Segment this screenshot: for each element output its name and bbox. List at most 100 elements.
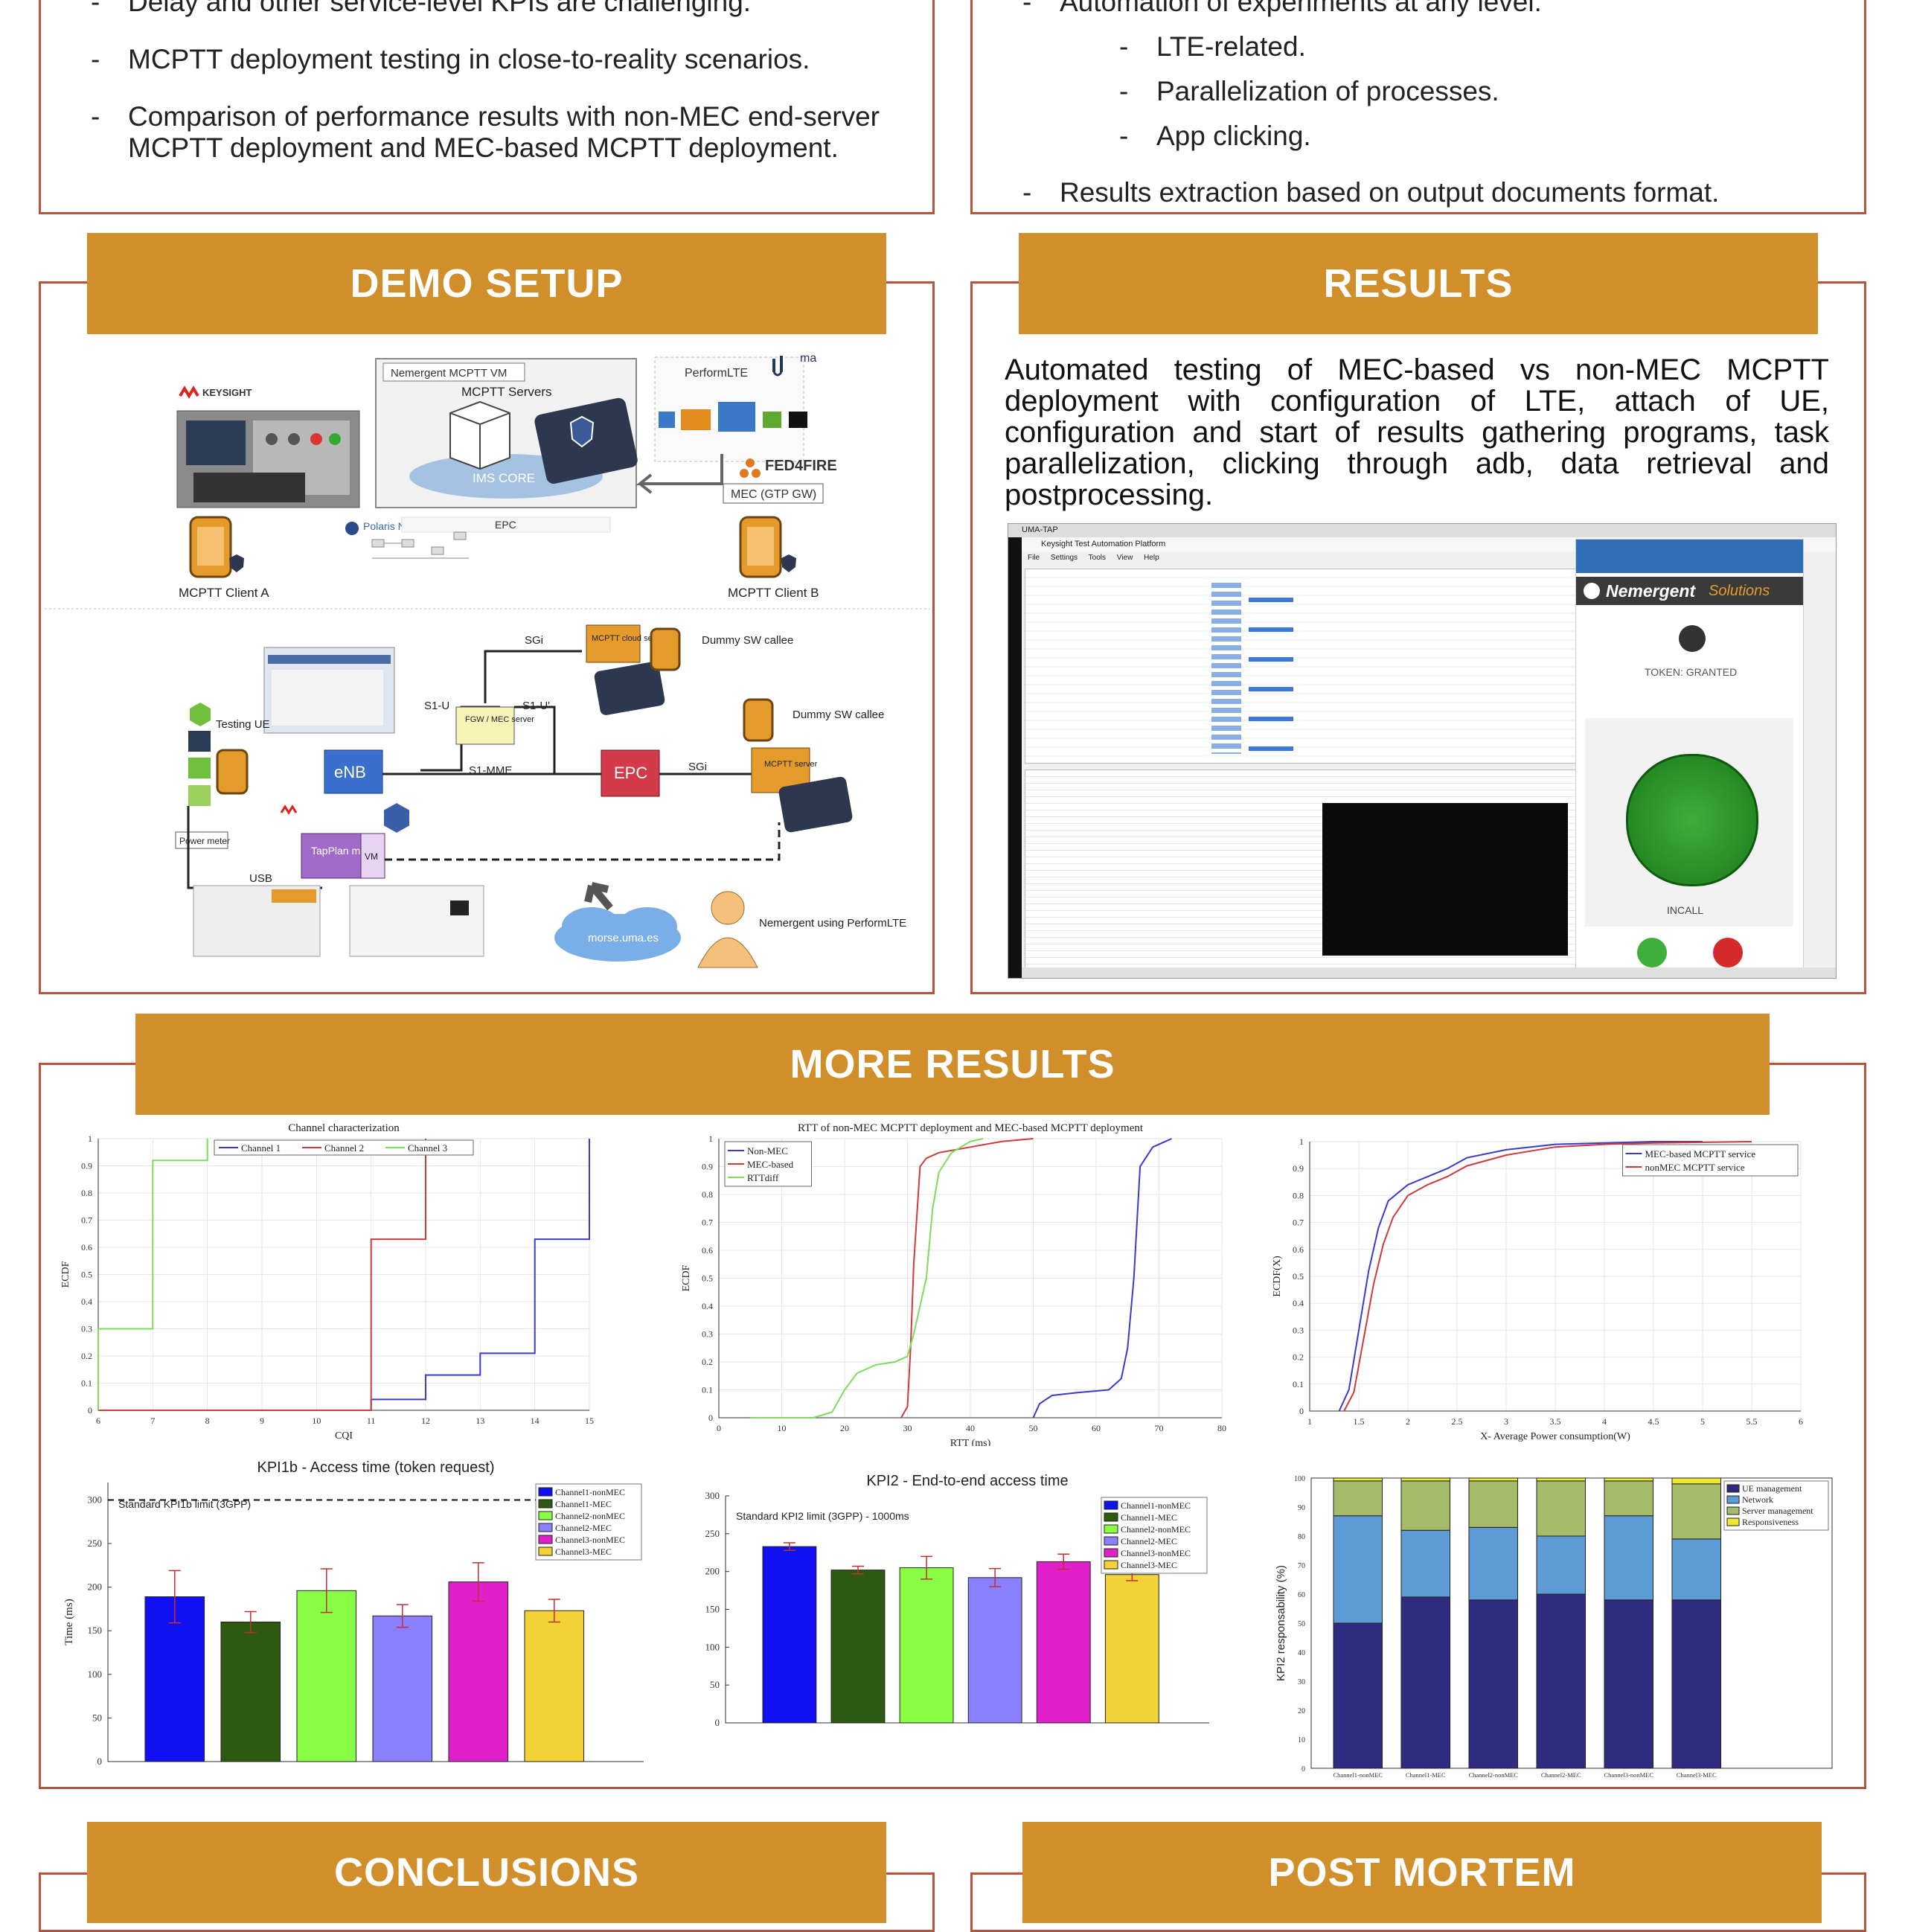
link-fgw-cloud [484, 650, 582, 703]
x-tick-label: 12 [421, 1416, 430, 1426]
y-tick-label: 1 [1299, 1136, 1304, 1147]
stacked-bar-segment [1671, 1599, 1722, 1769]
stacked-bar-segment [1468, 1477, 1519, 1482]
chart-title: RTT of non-MEC MCPTT deployment and MEC-… [798, 1122, 1144, 1134]
stacked-bar-segment [1333, 1480, 1383, 1517]
y-tick-label: 0.5 [1293, 1271, 1304, 1282]
stacked-bar-segment [1400, 1529, 1451, 1598]
stacked-bar-segment [1400, 1480, 1451, 1531]
legend-label: Channel 2 [324, 1142, 364, 1154]
x-tick-label: 5 [1700, 1416, 1705, 1427]
y-tick-label: 0.1 [1293, 1379, 1304, 1389]
stacked-bar-segment [1468, 1599, 1519, 1769]
epc-top-label: EPC [495, 519, 516, 531]
series-line [98, 1139, 426, 1411]
bar [762, 1546, 817, 1724]
stacked-bar-segment [1468, 1526, 1519, 1601]
menu-view[interactable]: View [1116, 554, 1133, 562]
y-tick-label: 0 [715, 1717, 720, 1728]
epc-node: EPC [601, 749, 660, 797]
tap-screenshot: UMA-TAP Keysight Test Automation Platfor… [1008, 523, 1837, 979]
ptt-button[interactable] [1626, 754, 1758, 886]
arrow-to-vm [635, 454, 723, 494]
menu-tools[interactable]: Tools [1088, 554, 1107, 562]
tab-uma-tap[interactable]: UMA-TAP [1022, 525, 1058, 534]
token-status: TOKEN: GRANTED [1645, 666, 1738, 678]
mcptt-server: MCPTT server Dummy SW callee [743, 698, 884, 833]
power-meter-label: Power meter [179, 836, 230, 846]
network-emulator-screen [263, 647, 395, 734]
hangup-call-button[interactable] [1713, 938, 1743, 967]
legend-label: Server management [1742, 1506, 1813, 1516]
bullet-text: Results extraction based on output docum… [1060, 177, 1720, 208]
y-tick-label: 150 [705, 1604, 720, 1615]
client-a: MCPTT Client A [179, 516, 269, 600]
legend-label: UE management [1742, 1483, 1802, 1494]
menu-help[interactable]: Help [1144, 554, 1159, 562]
x-tick-label: Channel3-nonMEC [1604, 1771, 1653, 1779]
stacked-bar-segment [1604, 1515, 1654, 1601]
stacked-bar-segment [1536, 1480, 1587, 1537]
bar [1104, 1574, 1159, 1724]
menu-file[interactable]: File [1028, 554, 1040, 562]
bar [296, 1590, 357, 1762]
y-tick-label: 0.1 [702, 1385, 713, 1395]
flow-column [1249, 583, 1293, 754]
keysight-instrument [176, 410, 360, 508]
error-bar [244, 1610, 257, 1634]
error-bar [989, 1567, 1002, 1587]
vm-title: Nemergent MCPTT VM [391, 367, 507, 380]
x-tick-label: 5.5 [1746, 1416, 1758, 1427]
y-tick-label: 0.6 [81, 1242, 92, 1253]
y-tick-label: 90 [1298, 1504, 1305, 1512]
y-tick-label: 0.3 [702, 1329, 713, 1340]
y-tick-label: 0.7 [81, 1215, 92, 1226]
y-tick-label: 100 [1294, 1475, 1305, 1483]
y-tick-label: 0.9 [702, 1162, 713, 1172]
legend-label: Responsiveness [1742, 1517, 1799, 1527]
sub-bullet: -App clicking. [1119, 121, 1311, 151]
y-tick-label: 0.2 [1293, 1352, 1304, 1363]
automation-panel [970, 0, 1866, 214]
legend-box [214, 1139, 474, 1156]
app-topbar [1576, 540, 1803, 573]
x-tick-label: 30 [903, 1423, 912, 1433]
x-tick-label: 1 [1307, 1416, 1312, 1427]
mcptt-cloud-server: MCPTT cloud server Dummy SW callee [586, 624, 793, 715]
y-tick-label: 0.4 [81, 1296, 92, 1307]
uma-label: ma [800, 352, 816, 365]
mcptt-app: Nemergent Solutions TOKEN: GRANTED INCAL… [1575, 539, 1804, 978]
bar [448, 1581, 509, 1762]
y-tick-label: 0 [88, 1405, 92, 1416]
legend-swatch [1104, 1524, 1118, 1534]
accept-call-button[interactable] [1637, 938, 1667, 967]
stacked-bar-segment [1333, 1477, 1383, 1482]
y-tick-label: 1 [708, 1133, 713, 1144]
tab-bar: UMA-TAP [1008, 524, 1836, 538]
y-tick-label: 0.9 [1293, 1163, 1304, 1174]
legend-swatch [1104, 1560, 1118, 1570]
sub-bullet: -Parallelization of processes. [1119, 76, 1499, 106]
app-title: Keysight Test Automation Platform [1041, 540, 1166, 548]
bullet-text: LTE-related. [1156, 31, 1306, 62]
mec-gtp-label: MEC (GTP GW) [731, 488, 816, 501]
y-tick-label: 300 [705, 1490, 720, 1501]
menu-settings[interactable]: Settings [1050, 554, 1078, 562]
results-text: Automated testing of MEC-based vs non-ME… [1005, 354, 1829, 511]
y-axis-label: ECDF [60, 1261, 71, 1288]
series-line [1032, 1138, 1172, 1418]
keysight-logo: KEYSIGHT [179, 386, 252, 399]
legend-label: Channel1-MEC [1121, 1512, 1177, 1523]
stacked-bar-segment [1671, 1483, 1722, 1540]
legend-label: Channel2-nonMEC [1121, 1524, 1191, 1535]
legend-label: Channel 3 [408, 1142, 447, 1154]
legend-label: Channel1-nonMEC [555, 1487, 625, 1497]
s1u-prime-label: S1-U' [522, 700, 550, 712]
fgw-label: FGW / MEC server [465, 715, 534, 724]
y-tick-label: 250 [88, 1538, 103, 1549]
x-tick-label: 3 [1504, 1416, 1508, 1427]
fed4fire-logo: FED4FIRE [740, 458, 837, 478]
s1u-label: S1-U [424, 700, 449, 712]
